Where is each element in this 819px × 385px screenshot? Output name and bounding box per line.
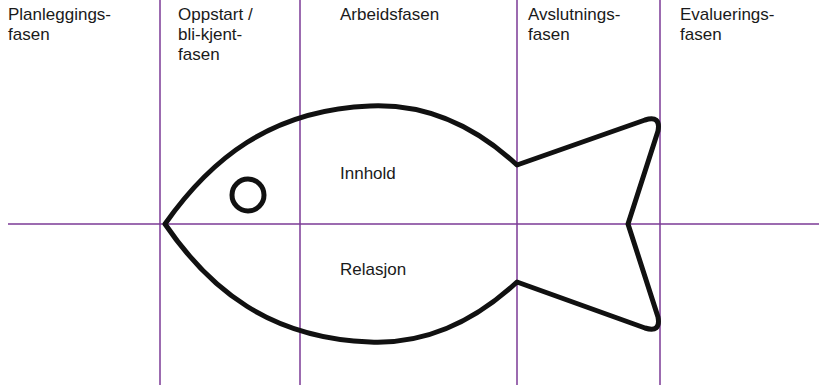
fish-label: Relasjon bbox=[340, 260, 406, 280]
phase-divider bbox=[299, 0, 301, 385]
phase-heading: Planleggings- fasen bbox=[8, 5, 133, 45]
phase-divider bbox=[516, 0, 518, 385]
fish-eye bbox=[232, 179, 264, 211]
fish-label: Innhold bbox=[340, 164, 396, 184]
axis-line bbox=[8, 223, 819, 225]
phase-heading: Evaluerings- fasen bbox=[680, 5, 805, 45]
fish-body bbox=[165, 106, 658, 342]
fish-shape: InnholdRelasjon bbox=[160, 98, 666, 350]
phase-heading: Avslutnings- fasen bbox=[528, 5, 648, 45]
phase-heading: Oppstart / bli-kjent- fasen bbox=[178, 5, 273, 65]
fish-outline bbox=[160, 98, 666, 350]
phase-divider bbox=[159, 0, 161, 385]
phase-heading: Arbeidsfasen bbox=[340, 5, 500, 25]
